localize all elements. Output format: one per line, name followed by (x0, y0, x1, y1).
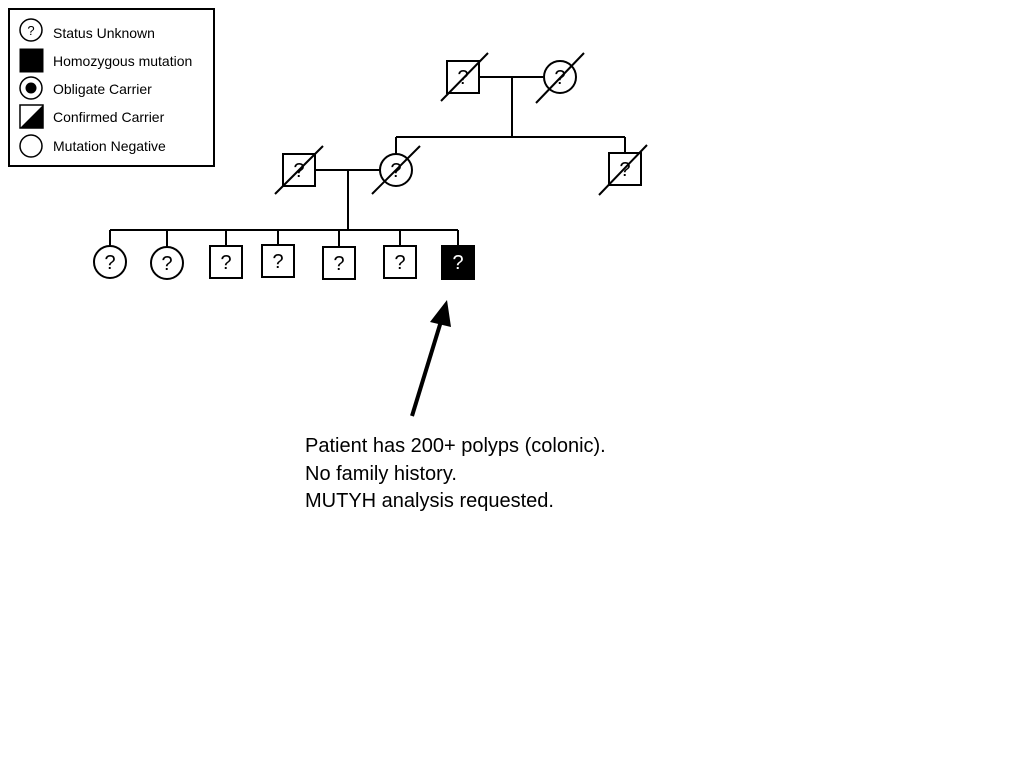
female-circle (150, 246, 184, 280)
individual-sibling-6: ? (383, 245, 417, 279)
individual-sibling-5: ? (322, 246, 356, 280)
legend-question-mark: ? (27, 23, 34, 38)
legend-item-obligate: Obligate Carrier (19, 76, 152, 100)
individual-uncle: ? (598, 144, 648, 196)
status-unknown-mark: ? (272, 251, 283, 273)
status-unknown-mark: ? (220, 252, 231, 274)
male-square (209, 245, 243, 279)
legend-item-confirmed: Confirmed Carrier (19, 104, 165, 129)
individual-sibling-1: ? (93, 245, 127, 279)
arrow-head-icon (430, 300, 451, 327)
pedigree-lines (109, 76, 626, 247)
arrow-shaft (410, 317, 444, 417)
status-unknown-mark: ? (619, 159, 630, 181)
proband-arrow (410, 300, 451, 417)
status-unknown-mark: ? (394, 252, 405, 274)
male-square-filled (441, 245, 475, 280)
individual-grandmother: ? (535, 52, 585, 104)
legend-label-unknown: Status Unknown (53, 25, 155, 41)
legend: ? Status Unknown Homozygous mutation Obl… (8, 8, 215, 167)
circle-dot (25, 82, 37, 94)
legend-frame (8, 8, 215, 167)
half-fill (20, 105, 43, 128)
deceased-slash (440, 52, 489, 102)
status-unknown-mark: ? (452, 252, 463, 274)
individual-mother: ? (371, 145, 421, 195)
deceased-slash (598, 144, 648, 196)
legend-item-negative: Mutation Negative (19, 134, 166, 158)
male-square (322, 246, 356, 280)
legend-item-homozygous: Homozygous mutation (19, 48, 192, 73)
female-circle (93, 245, 127, 279)
deceased-slash (274, 145, 324, 195)
individual-father: ? (274, 145, 324, 195)
empty-circle-icon (19, 134, 43, 158)
individual-grandfather: ? (440, 52, 489, 102)
filled-square-icon (19, 48, 44, 73)
legend-label-obligate: Obligate Carrier (53, 81, 152, 97)
individual-sibling-2: ? (150, 246, 184, 280)
note-line-request: MUTYH analysis requested. (305, 490, 554, 512)
male-square (261, 244, 295, 278)
legend-label-homozygous: Homozygous mutation (53, 53, 192, 69)
individual-proband: ? (441, 245, 475, 280)
circle-question-icon (19, 18, 43, 42)
deceased-slash (535, 52, 585, 104)
status-unknown-mark: ? (161, 253, 172, 275)
status-unknown-mark: ? (333, 253, 344, 275)
individual-sibling-4: ? (261, 244, 295, 278)
status-unknown-mark: ? (104, 252, 115, 274)
legend-label-negative: Mutation Negative (53, 138, 166, 154)
individual-sibling-3: ? (209, 245, 243, 279)
clinical-note: Patient has 200+ polyps (colonic). No fa… (305, 433, 606, 516)
deceased-slash (371, 145, 421, 195)
note-line-polyps: Patient has 200+ polyps (colonic). (305, 435, 606, 457)
note-line-history: No family history. (305, 462, 457, 485)
male-square (383, 245, 417, 279)
legend-item-unknown: ? Status Unknown (19, 18, 155, 42)
legend-label-confirmed: Confirmed Carrier (53, 109, 165, 125)
